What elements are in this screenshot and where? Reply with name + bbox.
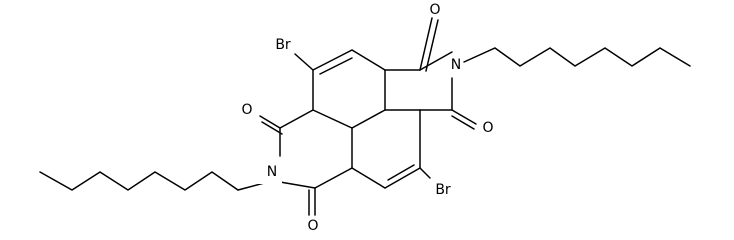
- label-mask: [258, 160, 282, 184]
- octyl-chain-left: [39, 171, 269, 191]
- bond: [419, 51, 453, 71]
- bond: [351, 49, 386, 71]
- n-right-label: N: [451, 57, 461, 73]
- bond: [425, 19, 439, 72]
- bond: [419, 167, 431, 179]
- o-left-label: O: [241, 102, 252, 118]
- br-top-label: Br: [275, 37, 291, 53]
- bond: [279, 109, 314, 129]
- o-top-right-label: O: [429, 2, 440, 18]
- bond: [314, 167, 353, 189]
- octyl-chain-right: [463, 47, 691, 67]
- bond: [351, 167, 386, 189]
- bond: [279, 181, 316, 189]
- bond: [312, 109, 353, 129]
- o-bottom-left-label: O: [307, 218, 318, 234]
- bond: [312, 49, 353, 71]
- bond: [294, 53, 314, 71]
- atom-labels: Br Br O O O O N N: [241, 2, 493, 234]
- bond: [451, 109, 477, 125]
- bond: [351, 109, 386, 129]
- br-bottom-label: Br: [435, 182, 451, 198]
- bond: [419, 17, 433, 71]
- bond: [451, 115, 475, 130]
- bonds: [39, 17, 691, 216]
- bond: [261, 121, 283, 135]
- o-right-label: O: [482, 120, 493, 136]
- bond: [259, 115, 281, 129]
- bond: [319, 57, 353, 75]
- bond: [384, 167, 421, 189]
- n-left-label: N: [267, 164, 277, 180]
- bond: [387, 164, 415, 181]
